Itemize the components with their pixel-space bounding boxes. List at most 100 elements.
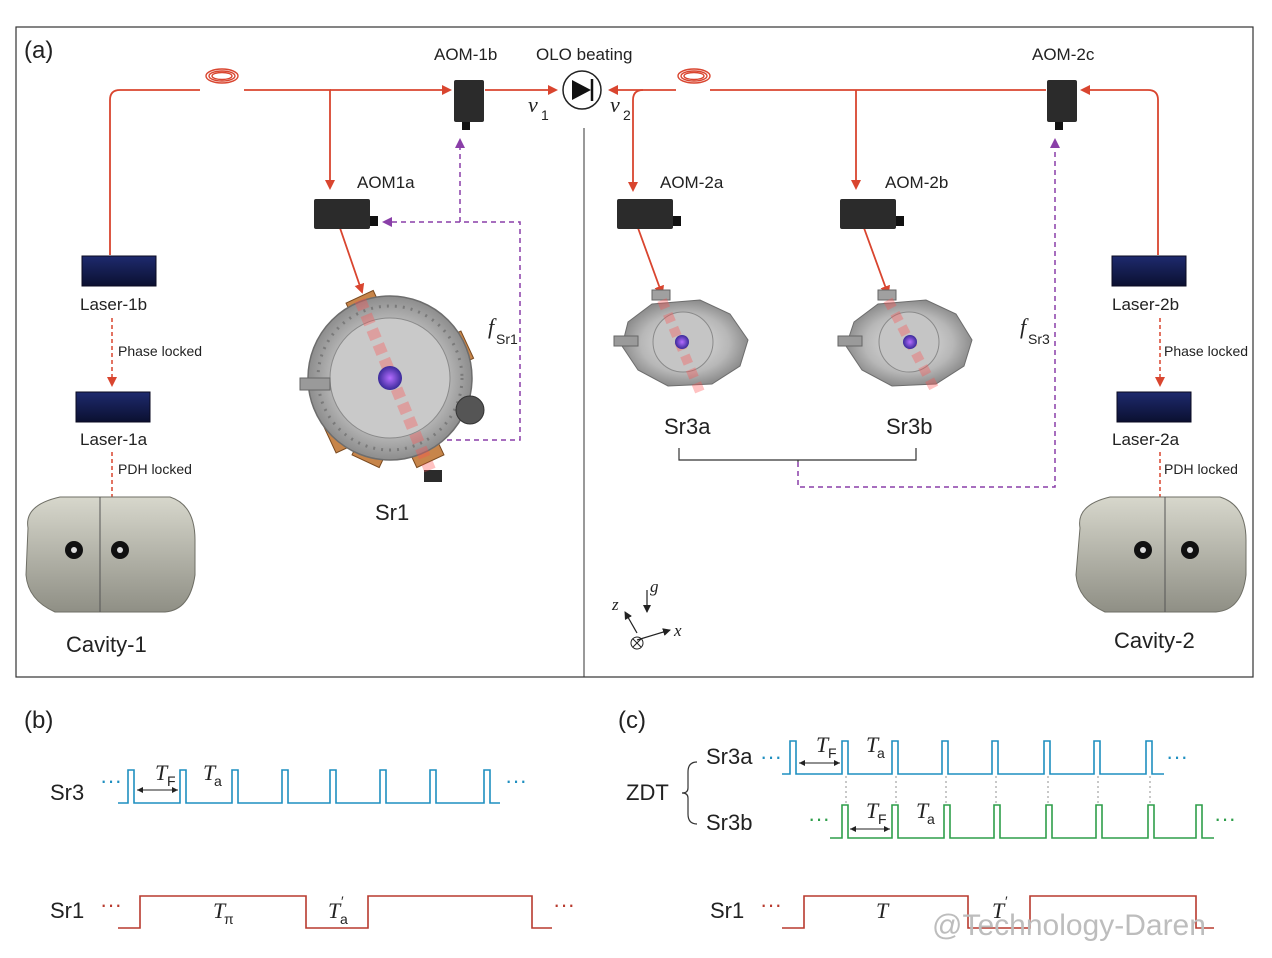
b-ta-a: a [214,773,222,789]
cavity-1-device [25,496,196,613]
f-sr3-symbol: f [1020,314,1029,339]
laser-1a-device [75,391,151,423]
aom-1a-device [314,199,378,229]
c-sr3b-trace [830,804,1214,839]
axis-z-label: z [611,595,619,614]
b-sr3-trace [118,769,500,804]
f-sr3-subscript: Sr3 [1028,331,1050,347]
b-tf-F: F [167,773,176,789]
beam-paths [109,85,1159,296]
aom-1b-device [454,80,484,130]
b-tpi-T: T [213,898,227,923]
c-ta-b-a: a [927,811,935,827]
olo-beating-label: OLO beating [536,45,632,64]
laser-2b-device [1111,255,1187,287]
axis-x-label: x [673,621,682,640]
c-sr3b-dots-right: ··· [1214,806,1236,831]
photodiode-icon [562,70,602,110]
panel-b-label: (b) [24,707,53,734]
sr3b-vacuum-chamber [837,289,973,395]
nu-2-symbol: ν [610,92,620,117]
b-sr3-dots-right: ··· [505,768,527,793]
cavity-2-device [1075,496,1247,613]
b-sr1-dots-right: ··· [553,892,575,917]
aom-2c-device [1047,80,1077,130]
c-sr3a-trace [782,740,1164,775]
aom-2a-device [617,199,681,229]
watermark-text: @Technology-Daren [932,909,1206,942]
laser-2a-device [1116,391,1192,423]
b-tpi-pi: π [224,911,234,927]
aom-1b-label: AOM-1b [434,45,497,64]
c-ta-a-a: a [877,745,885,761]
b-ta-prime-a: a [340,911,348,927]
b-sr1-dots-left: ··· [100,892,122,917]
b-ta-T: T [203,760,217,785]
fiber-coil-1 [205,68,239,84]
c-alignment-guides [845,776,1151,805]
c-sr3b-dots-left: ··· [808,806,830,831]
pdh-locked-1-label: PDH locked [118,461,192,477]
cavity-1-label: Cavity-1 [66,632,147,657]
c-sr1-label: Sr1 [710,898,744,923]
c-ta-prime-mark: ′ [1005,893,1008,909]
c-ta-prime-T: T [992,898,1006,923]
c-sr3a-dots-left: ··· [760,744,782,769]
b-sr1-label: Sr1 [50,898,84,923]
b-sr3-dots-left: ··· [100,768,122,793]
c-tf-b-F: F [878,811,887,827]
panel-c-label: (c) [618,707,646,734]
c-sr1-trace [782,895,1214,929]
laser-2a-label: Laser-2a [1112,430,1180,449]
laser-1b-label: Laser-1b [80,295,147,314]
fiber-coil-2 [677,68,711,84]
axis-g-label: g [650,577,659,596]
f-sr1-subscript: Sr1 [496,331,518,347]
c-zdt-brace [681,761,698,825]
aom-2b-label: AOM-2b [885,173,948,192]
aom-2c-label: AOM-2c [1032,45,1095,64]
sr3b-label: Sr3b [886,414,932,439]
b-tf-T: T [155,760,169,785]
c-tf-a-T: T [816,732,830,757]
f-sr1-symbol: f [488,314,497,339]
c-ta-a-T: T [866,732,880,757]
c-zdt-label: ZDT [626,780,669,805]
nu-1-symbol: ν [528,92,538,117]
nu-1-subscript: 1 [541,107,549,123]
c-sr1-T: T [876,898,890,923]
sr3a-vacuum-chamber [613,289,749,394]
panel-a-label: (a) [24,37,53,64]
c-tf-b-T: T [866,798,880,823]
c-sr1-dots-left: ··· [760,892,782,917]
b-ta-prime-T: T [328,898,342,923]
coordinate-axes-icon [624,590,671,650]
phase-locked-2-label: Phase locked [1164,343,1248,359]
aom-2a-label: AOM-2a [660,173,724,192]
sr1-vacuum-chamber [299,289,485,482]
rf-feedback-paths [382,138,1060,488]
pdh-locked-2-label: PDH locked [1164,461,1238,477]
cavity-2-label: Cavity-2 [1114,628,1195,653]
nu-2-subscript: 2 [623,107,631,123]
c-sr3a-label: Sr3a [706,744,753,769]
lock-arrows [107,318,1165,507]
b-sr3-label: Sr3 [50,780,84,805]
c-sr3a-dots-right: ··· [1166,744,1188,769]
sr3-bracket [678,448,917,462]
c-sr3b-label: Sr3b [706,810,752,835]
c-ta-b-T: T [916,798,930,823]
panel-a-frame [15,26,1254,678]
b-ta-prime-mark: ′ [341,893,344,909]
laser-1b-device [81,255,157,287]
laser-2b-label: Laser-2b [1112,295,1179,314]
phase-locked-1-label: Phase locked [118,343,202,359]
sr1-label: Sr1 [375,500,409,525]
sr3a-label: Sr3a [664,414,711,439]
c-tf-a-F: F [828,745,837,761]
aom-1a-label: AOM1a [357,173,415,192]
laser-1a-label: Laser-1a [80,430,148,449]
aom-2b-device [840,199,904,229]
b-sr1-trace [118,895,552,929]
